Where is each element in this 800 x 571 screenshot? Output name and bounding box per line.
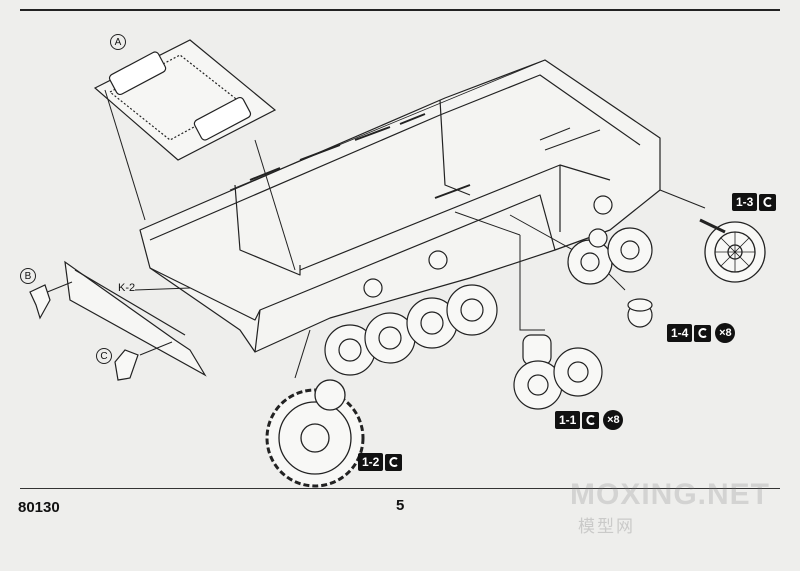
quantity-badge: ×8	[603, 410, 624, 430]
cement-icon	[385, 453, 403, 471]
deck-plate-a	[93, 39, 277, 161]
part-b	[29, 284, 51, 320]
bogie-assembly	[513, 334, 603, 410]
page-number: 5	[396, 497, 405, 514]
callout-b: B	[20, 268, 36, 284]
cement-icon	[694, 324, 712, 342]
step-code: 1-1	[555, 411, 581, 429]
part-c	[114, 349, 139, 381]
bottom-rule	[20, 488, 780, 489]
callout-a: A	[110, 34, 126, 50]
step-code: 1-2	[358, 453, 384, 471]
step-code: 1-3	[732, 193, 758, 211]
watermark-site: MOXING.NET	[570, 478, 771, 511]
step-1-3: 1-3	[732, 193, 777, 211]
hull-inner-wall	[149, 74, 641, 241]
label-k2: K-2	[118, 282, 136, 294]
return-roller	[627, 298, 653, 328]
top-rule	[20, 9, 780, 11]
quantity-badge: ×8	[715, 323, 736, 343]
watermark-sub: 模型网	[578, 517, 635, 537]
idler-wheel	[704, 221, 766, 283]
kit-number: 80130	[18, 499, 60, 516]
callout-c: C	[96, 348, 112, 364]
side-skirt-k2	[64, 260, 207, 377]
step-1-1: 1-1 ×8	[555, 410, 624, 430]
cement-icon	[759, 193, 777, 211]
cement-icon	[582, 411, 600, 429]
step-1-4: 1-4 ×8	[667, 323, 736, 343]
road-wheels-hull	[324, 195, 653, 376]
drive-sprocket	[265, 379, 365, 488]
step-1-2: 1-2	[358, 453, 403, 471]
step-code: 1-4	[667, 324, 693, 342]
